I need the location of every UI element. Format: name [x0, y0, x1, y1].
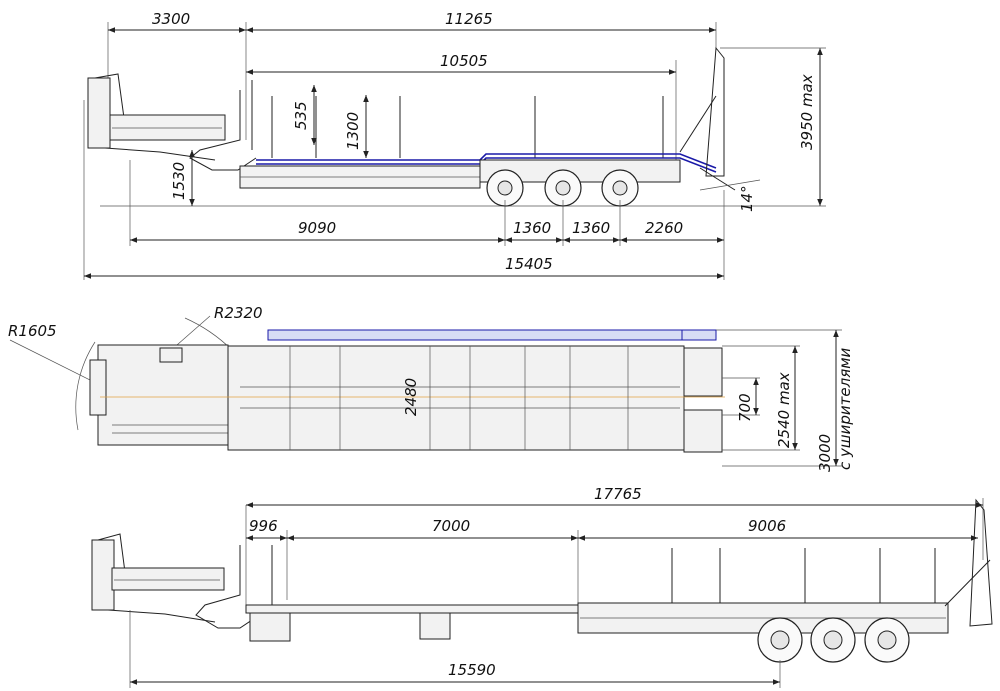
- dim-turn-radius-rear: R2320: [214, 304, 263, 322]
- dim-overall-length: 15405: [505, 255, 553, 273]
- dim-extended-length: 15590: [448, 661, 496, 679]
- plan-view: R1605 R2320 2480: [8, 304, 854, 472]
- dim-ramp-gap: 700: [736, 393, 754, 422]
- dim-cab-offset: 3300: [152, 10, 190, 28]
- dim-front-deck-height: 535: [292, 101, 310, 130]
- dim-rear-section: 9006: [748, 517, 786, 535]
- dim-extension: 7000: [432, 517, 470, 535]
- dim-total-length: 17765: [594, 485, 642, 503]
- dim-stake-height: 1300: [344, 112, 362, 150]
- dim-rear-overhang: 2260: [645, 219, 683, 237]
- tractor-unit-bottom: [91, 533, 225, 623]
- label-with-extenders: с уширителями: [836, 347, 854, 470]
- tractor-unit-top: [87, 73, 226, 161]
- side-view-standard: 3300 11265 10505 535 1300: [83, 10, 826, 280]
- dim-overall-trailer: 11265: [445, 10, 493, 28]
- dim-gooseneck: 996: [249, 517, 278, 535]
- dim-width-extended: 3000: [816, 434, 834, 472]
- dim-axle-spacing-1: 1360: [513, 219, 551, 237]
- dim-max-height: 3950 max: [798, 74, 816, 150]
- dim-width-max: 2540 max: [775, 372, 793, 448]
- dim-ramp-angle: 14°: [738, 185, 756, 212]
- dim-platform: 10505: [440, 52, 488, 70]
- dim-fifth-wheel-height: 1530: [170, 162, 188, 200]
- dim-axle-spacing-2: 1360: [572, 219, 610, 237]
- dim-kingpin-to-axle: 9090: [298, 219, 336, 237]
- axle-group-top: [486, 169, 639, 207]
- dim-deck-width: 2480: [402, 378, 420, 416]
- side-view-extended: 17765 996 7000 9006: [91, 485, 993, 688]
- axle-group-bottom: [757, 617, 910, 663]
- dim-turn-radius-front: R1605: [8, 322, 57, 340]
